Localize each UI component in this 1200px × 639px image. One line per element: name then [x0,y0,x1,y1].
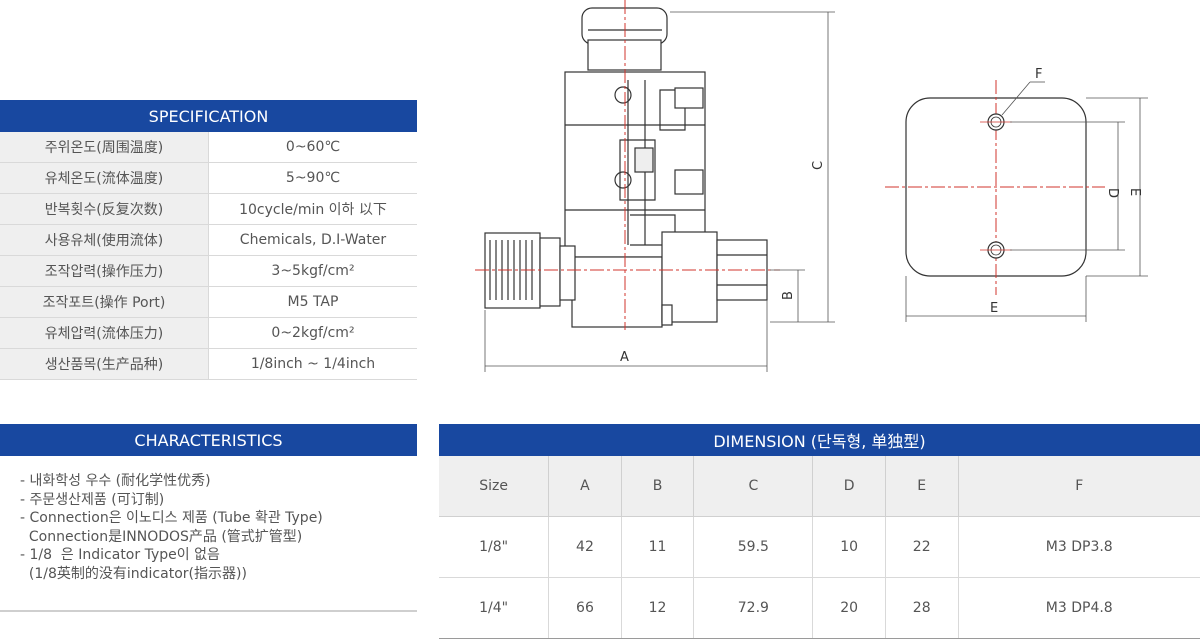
characteristics-title: CHARACTERISTICS [134,430,283,450]
characteristic-item: (1/8英制的没有indicator(指示器)) [20,565,247,582]
dimension-cell: 11 [621,516,695,578]
dimension-cell: M3 DP3.8 [958,516,1200,578]
spec-value: 5~90℃ [208,162,417,194]
spec-row: 조작포트(操作 Port)M5 TAP [0,286,417,318]
characteristics-header: CHARACTERISTICS [0,424,417,456]
spec-label: 조작압력(操作压力) [0,255,209,287]
spec-row: 주위온도(周围温度)0~60℃ [0,132,417,163]
dimension-cell: 20 [812,577,886,639]
spec-value: 0~60℃ [208,132,417,163]
specification-title: SPECIFICATION [148,106,269,126]
dimension-cell: M3 DP4.8 [958,577,1200,639]
spec-label: 반복횟수(反复次数) [0,193,209,225]
dim-label-c: C [811,161,826,170]
dimension-cell: 72.9 [693,577,814,639]
dim-label-e-side: E [1127,188,1142,196]
spec-row: 반복횟수(反复次数)10cycle/min 이하 以下 [0,193,417,225]
dim-label-d: D [1105,188,1120,198]
dimension-column-header: D [812,456,886,517]
dimension-cell: 66 [548,577,622,639]
spec-row: 유체압력(流体压力)0~2kgf/cm² [0,317,417,349]
dimension-cell: 42 [548,516,622,578]
spec-value: 3~5kgf/cm² [208,255,417,287]
dimension-column-header: B [621,456,695,517]
dimension-cell: 1/4" [439,577,550,639]
dimension-column-header: C [693,456,814,517]
spec-value: M5 TAP [208,286,417,318]
dimension-cell: 28 [885,577,959,639]
dimension-cell: 1/8" [439,516,550,578]
dimension-header: DIMENSION (단독형, 单独型) [439,424,1200,456]
spec-value: Chemicals, D.I-Water [208,224,417,256]
characteristic-item: Connection是INNODOS产品 (管式扩管型) [20,528,303,545]
spec-row: 유체온도(流体温度)5~90℃ [0,162,417,194]
characteristics-bottom-rule [0,610,417,612]
dimension-column-header: E [885,456,959,517]
dim-label-e-bottom: E [990,301,998,316]
characteristic-item: - 내화학성 우수 (耐化学性优秀) [20,473,211,489]
characteristic-item: - 1/8 은 Indicator Type이 없음 [20,547,220,563]
dimension-cell: 59.5 [693,516,814,578]
dim-label-f: F [1035,67,1042,82]
spec-label: 주위온도(周围温度) [0,132,209,163]
dim-label-b: B [781,291,796,300]
spec-label: 유체온도(流体温度) [0,162,209,194]
dimension-cell: 22 [885,516,959,578]
spec-value: 1/8inch ~ 1/4inch [208,348,417,380]
spec-label: 유체압력(流体压力) [0,317,209,349]
dimension-cell: 12 [621,577,695,639]
spec-value: 0~2kgf/cm² [208,317,417,349]
dimension-column-header: F [958,456,1200,517]
dim-label-a: A [620,350,629,365]
dimension-column-header: A [548,456,622,517]
spec-value: 10cycle/min 이하 以下 [208,193,417,225]
spec-label: 사용유체(使用流体) [0,224,209,256]
spec-label: 생산품목(生产品种) [0,348,209,380]
characteristic-item: - Connection은 이노디스 제품 (Tube 확관 Type) [20,510,323,526]
dimension-cell: 10 [812,516,886,578]
dimension-title: DIMENSION (단독형, 单独型) [713,432,926,451]
top-view-drawing: F D E E [885,67,1148,322]
spec-row: 생산품목(生产品种)1/8inch ~ 1/4inch [0,348,417,380]
side-view-drawing: C B A [475,0,835,372]
characteristics-list: - 내화학성 우수 (耐化学性优秀) - 주문생산제품 (可订制) - Connec… [20,472,323,583]
dimension-column-header: Size [439,456,550,517]
characteristic-item: - 주문생산제품 (可订制) [20,491,165,508]
spec-label: 조작포트(操作 Port) [0,286,209,318]
spec-row: 조작압력(操作压力)3~5kgf/cm² [0,255,417,287]
spec-row: 사용유체(使用流体)Chemicals, D.I-Water [0,224,417,256]
specification-header: SPECIFICATION [0,100,417,132]
